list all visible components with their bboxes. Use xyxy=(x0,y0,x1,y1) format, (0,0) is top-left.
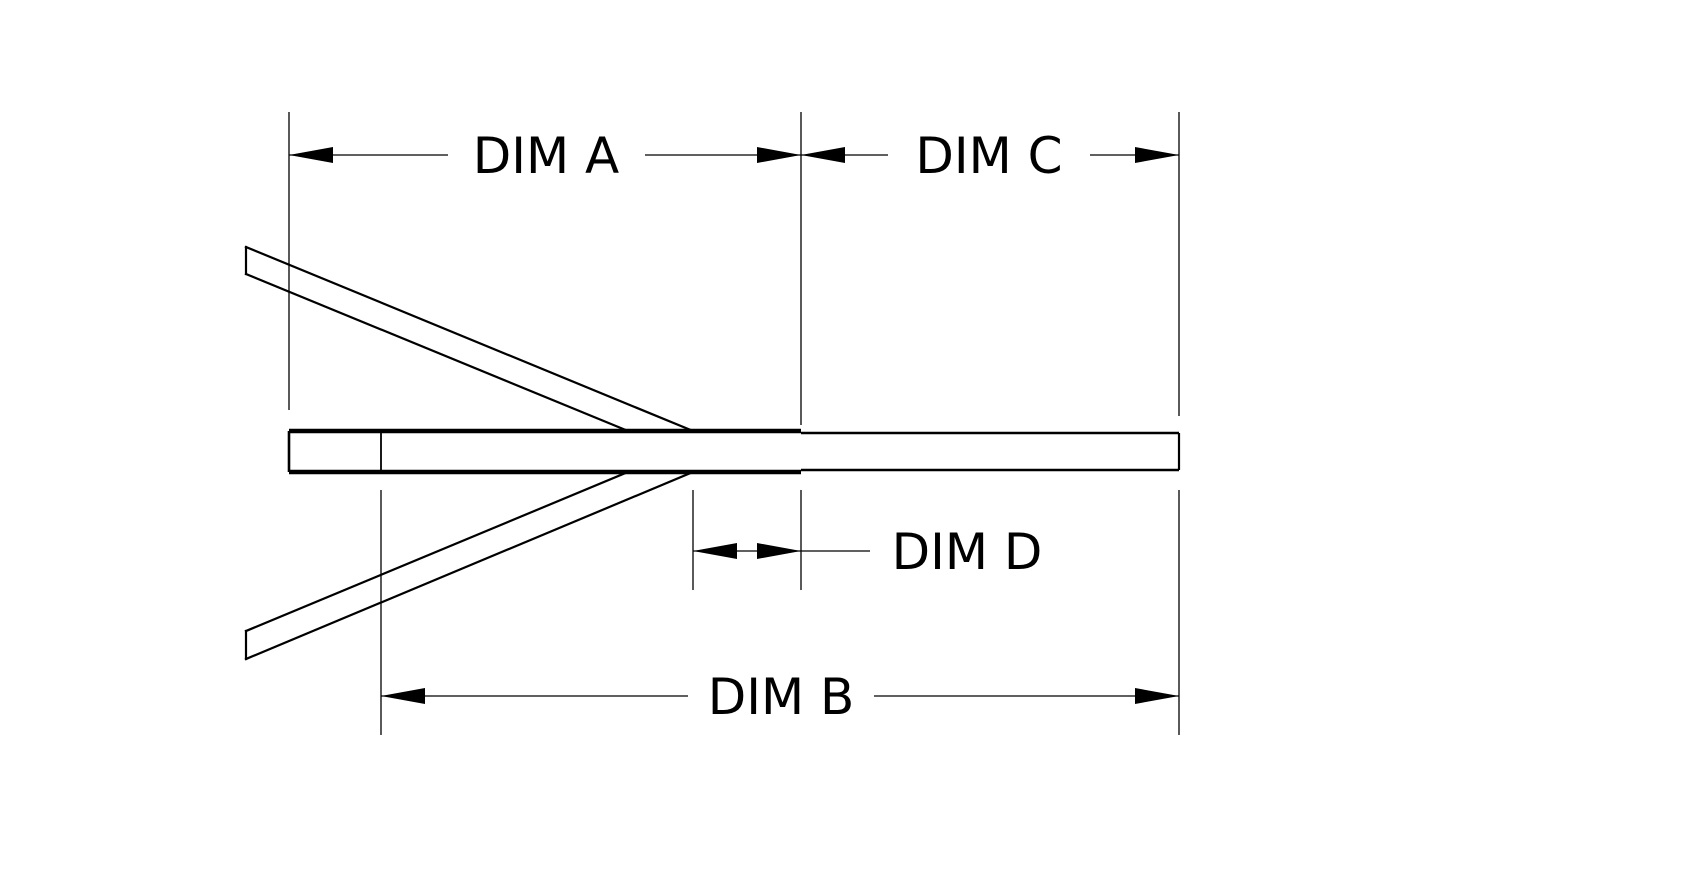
upper-conductor-outer-edge xyxy=(244,245,695,433)
arrowheads xyxy=(289,147,1179,704)
dim-d-right-arrow xyxy=(757,543,801,559)
split-conductors xyxy=(244,245,695,661)
upper-conductor-inner-edge xyxy=(244,272,630,433)
lower-conductor-inner-edge xyxy=(244,470,630,633)
dim-b-left-arrow xyxy=(381,688,425,704)
dim-b-right-arrow xyxy=(1135,688,1179,704)
extension-lines xyxy=(288,112,1180,735)
dim-d-left-arrow xyxy=(693,543,737,559)
lower-conductor-outer-edge xyxy=(244,470,695,661)
dim-d-label: DIM D xyxy=(892,523,1043,581)
dim-c-label: DIM C xyxy=(915,127,1062,185)
dim-c-left-arrow xyxy=(801,147,845,163)
dim-c-right-arrow xyxy=(1135,147,1179,163)
sleeve-body xyxy=(287,428,1181,475)
dim-a-right-arrow xyxy=(757,147,801,163)
dim-a-label: DIM A xyxy=(473,127,619,185)
dim-b-label: DIM B xyxy=(708,668,855,726)
dim-a-left-arrow xyxy=(289,147,333,163)
